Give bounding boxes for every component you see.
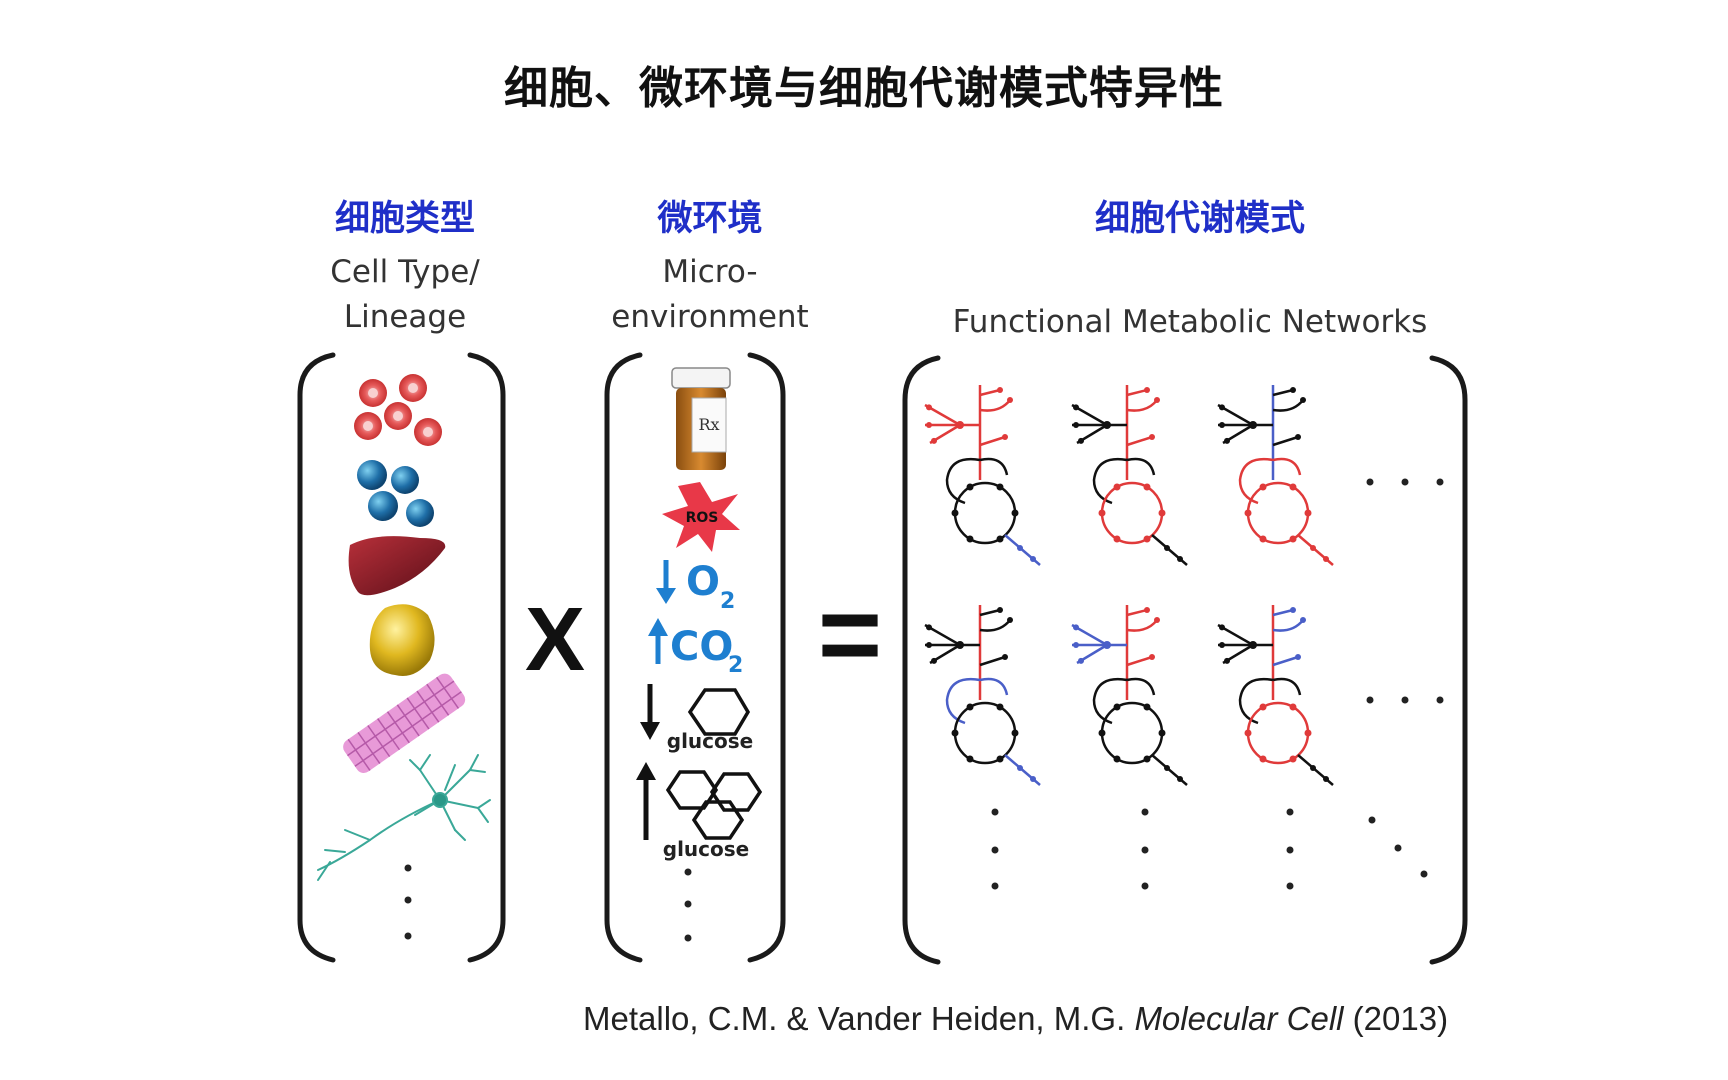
o2-subscript: 2 — [720, 589, 735, 614]
co2-label: CO — [670, 624, 733, 670]
rx-label: Rx — [698, 415, 719, 434]
heading-cell-type-en-line2: Lineage — [343, 299, 467, 335]
liver-icon — [348, 536, 446, 596]
up-arrow-icon — [636, 762, 656, 780]
up-arrow-icon — [648, 618, 668, 636]
citation-authors: Metallo, C.M. & Vander Heiden, M.G. — [583, 1000, 1135, 1037]
glucose-low-label: glucose — [667, 729, 753, 753]
bracket-net-left — [902, 355, 941, 965]
metabolic-network-glyph — [924, 385, 1041, 566]
red-blood-cells-icon — [354, 374, 442, 446]
multiply-operator: X — [524, 590, 586, 690]
metabolic-networks-grid — [924, 385, 1334, 786]
blue-cells-icon — [357, 460, 434, 527]
glucose-ring-icon — [687, 688, 751, 736]
high-co2-indicator: CO 2 — [648, 618, 743, 678]
muscle-fiber-icon — [343, 673, 466, 773]
equals-operator: = — [817, 573, 883, 696]
high-glucose-indicator: glucose — [636, 762, 763, 861]
bracket-cell-left — [297, 352, 336, 963]
heading-microenv-en-line1: Micro- — [662, 254, 758, 290]
heading-cell-type-zh: 细胞类型 — [334, 199, 475, 239]
co2-subscript: 2 — [728, 653, 743, 678]
bracket-micro-left — [604, 352, 643, 963]
metabolic-network-glyph — [1217, 385, 1334, 566]
heading-networks-en: Functional Metabolic Networks — [952, 304, 1428, 340]
metabolic-network-glyph — [1217, 605, 1334, 786]
ros-star-icon: ROS — [662, 482, 740, 552]
microenv-ellipsis — [684, 868, 692, 942]
heading-networks-zh: 细胞代谢模式 — [1094, 199, 1305, 239]
citation: Metallo, C.M. & Vander Heiden, M.G. Mole… — [583, 1000, 1583, 1038]
citation-journal: Molecular Cell — [1134, 1000, 1344, 1037]
bracket-net-right — [1429, 355, 1468, 965]
pill-bottle-icon: Rx — [671, 367, 731, 470]
o2-label: O — [686, 559, 720, 605]
metabolic-network-glyph — [1071, 385, 1188, 566]
bracket-cell-right — [467, 352, 506, 963]
ros-label: ROS — [686, 510, 719, 526]
metabolic-network-glyph — [924, 605, 1041, 786]
fat-cell-icon — [369, 604, 435, 676]
citation-year: (2013) — [1343, 1000, 1449, 1037]
metabolic-network-glyph — [1071, 605, 1188, 786]
page-title: 细胞、微环境与细胞代谢模式特异性 — [504, 63, 1224, 114]
low-glucose-indicator: glucose — [640, 684, 753, 753]
heading-cell-type-en: Cell Type/ Lineage — [280, 250, 530, 340]
neuron-icon — [317, 754, 491, 881]
glucose-high-label: glucose — [663, 837, 749, 861]
down-arrow-icon — [656, 588, 676, 604]
glucose-rings-icon — [665, 770, 763, 840]
heading-microenv-en-line2: environment — [611, 299, 809, 335]
low-o2-indicator: O 2 — [656, 559, 735, 614]
heading-cell-type-en-line1: Cell Type/ — [330, 254, 480, 290]
heading-microenv-en: Micro- environment — [580, 250, 840, 340]
networks-ellipsis — [991, 478, 1444, 890]
cell-type-ellipsis — [404, 864, 412, 940]
bracket-micro-right — [747, 352, 786, 963]
brackets — [297, 352, 1468, 965]
heading-microenv-zh: 微环境 — [657, 199, 763, 239]
down-arrow-icon — [640, 722, 660, 740]
